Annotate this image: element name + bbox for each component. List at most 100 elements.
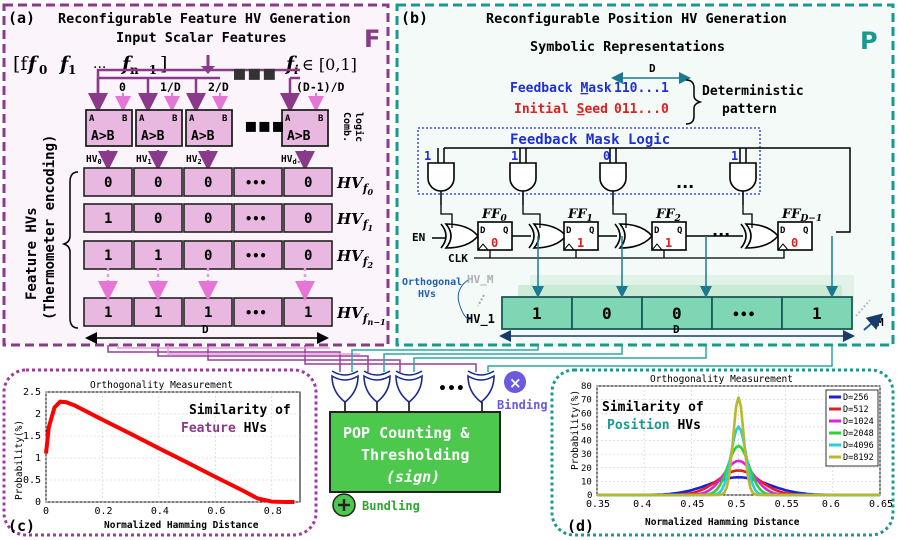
feature-hv-cell-value: 0 — [154, 175, 162, 191]
input-dots: ▪▪▪ — [232, 61, 277, 86]
flip-flop-name: FF1 — [567, 207, 593, 224]
xor-gate-ff-3 — [740, 223, 780, 249]
and-gate-1 — [509, 162, 537, 205]
pop-line-2: Thresholding — [361, 446, 469, 464]
panel-c-xlabel: Normalized Hamming Distance — [104, 520, 259, 531]
mask-dim-label: D — [649, 62, 656, 75]
threshold-0: 0 — [119, 80, 126, 94]
chart-d-legend-label: D=256 — [843, 393, 869, 403]
panel-b: (b) Reconfigurable Position HV Generatio… — [395, 3, 895, 347]
feature-hv-cell — [183, 167, 233, 197]
feature-hv-row-label: HVf0 — [336, 174, 374, 197]
feature-hv-row-label: HVf1 — [336, 210, 373, 233]
xor-gate-ff-2 — [614, 223, 654, 249]
panel-a-subtitle: Input Scalar Features — [116, 30, 287, 46]
chart-c-y-tick: 2 — [35, 409, 41, 420]
bundling-label: Bundling — [362, 499, 420, 513]
comparator-b-label: B — [172, 114, 178, 124]
panel-c-annotation-2: Feature HVs — [181, 421, 267, 436]
chart-d-legend-label: D=2048 — [843, 429, 874, 439]
chart-d-y-tick: 80 — [581, 382, 592, 392]
and-gate-dots: ... — [676, 173, 694, 192]
panel-d-xlabel: Normalized Hamming Distance — [645, 517, 800, 528]
and-gate-2 — [599, 162, 627, 205]
feedback-mask-label: Feedback Mask — [510, 81, 612, 96]
feature-hv-cell-value: ••• — [245, 249, 267, 263]
comparator-op-label: A>B — [141, 129, 165, 144]
orthogonal-hvs-label: HVs — [418, 289, 436, 300]
chart-d-x-tick: 0.45 — [680, 499, 704, 510]
svg-text:D: D — [654, 226, 660, 236]
panel-b-subtitle: Symbolic Representations — [530, 39, 725, 55]
pattern-label: pattern — [722, 102, 777, 117]
comparator-b-label: B — [222, 114, 228, 124]
hv-m-label: HV_M — [467, 273, 494, 286]
pop-line-1: POP Counting & — [343, 424, 470, 442]
feature-hv-cell-value: ••• — [245, 176, 267, 190]
svg-text:D: D — [566, 226, 572, 236]
xor-gate-ff-0 — [440, 223, 480, 249]
feature-hv-cell — [133, 240, 183, 270]
panel-a-dim-label: D — [202, 323, 209, 336]
position-hv-cell-value: 0 — [672, 304, 682, 323]
feature-hvs-label: Feature HVs — [24, 207, 40, 300]
feature-hv-cell-value: 1 — [104, 248, 112, 264]
ff-dots: ... — [712, 221, 730, 240]
feature-hv-cell — [83, 167, 133, 197]
feature-hv-cell — [83, 240, 133, 270]
chart-d-x-tick: 0.5 — [728, 499, 746, 510]
initial-seed-label: Initial Seed — [514, 102, 608, 117]
chart-d-y-tick: 60 — [581, 409, 592, 419]
input-f1: f — [58, 53, 71, 75]
chart-d-legend-label: D=4096 — [843, 441, 874, 451]
flip-flop-seed: 1 — [577, 236, 584, 250]
feature-hv-cell-value: 0 — [204, 248, 212, 264]
en-label: EN — [412, 231, 425, 244]
panel-b-title: Reconfigurable Position HV Generation — [486, 11, 787, 27]
flip-flop-seed: 0 — [491, 236, 498, 250]
threshold-2: 2/D — [208, 80, 229, 94]
panel-a-title: Reconfigurable Feature HV Generation — [58, 11, 351, 27]
feature-hv-cell — [133, 203, 183, 233]
feature-hv-cell-value: 0 — [204, 211, 212, 227]
mask-bit-3: 1 — [731, 149, 738, 163]
comb-logic-label: Comb. — [341, 112, 352, 142]
threshold-1: 1/D — [160, 80, 181, 94]
hv-1-label: HV_1 — [466, 312, 495, 327]
binding-xor-gate-3 — [467, 370, 495, 404]
comparator-a-label: A — [285, 114, 291, 124]
feature-hv-cell — [233, 240, 283, 270]
chart-d-y-tick: 0 — [587, 491, 592, 501]
chart-c-x-tick: 0.8 — [264, 506, 282, 517]
chart-d-y-tick: 40 — [581, 437, 592, 447]
feedback-mask-logic-title: Feedback Mask Logic — [510, 132, 670, 148]
feature-hv-cell-value: 1 — [154, 248, 162, 264]
feature-hv-cell-value: 0 — [104, 175, 112, 191]
mask-bit-1: 1 — [511, 149, 518, 163]
input-f0-sub: 0 — [39, 63, 47, 77]
feature-hv-cell-value: 1 — [104, 305, 112, 321]
chart-c-y-tick: 0.5 — [23, 475, 41, 486]
chart-d-x-tick: 0.4 — [633, 499, 651, 510]
feature-hv-cell-value: ••• — [245, 306, 267, 320]
orthogonal-label: Orthogonal — [402, 277, 462, 288]
comb-logic-label-2: logic — [353, 112, 365, 142]
bundling-icon — [332, 493, 356, 517]
binding-xor-gate-1 — [363, 370, 391, 404]
xor-gate-ff-1 — [528, 223, 568, 249]
chart-d-x-tick: 0.55 — [775, 499, 799, 510]
comparator-op-label: A>B — [91, 129, 115, 144]
comparator-dots: ▪▪▪ — [244, 113, 285, 137]
feature-hv-cell-value: ••• — [245, 212, 267, 226]
flip-flop-seed: 1 — [665, 236, 672, 250]
panel-a: (a) Reconfigurable Feature HV Generation… — [2, 3, 390, 347]
svg-text:Q: Q — [503, 226, 509, 236]
flip-flop-name: FFD−1 — [781, 207, 822, 224]
clk-label: CLK — [448, 252, 468, 265]
